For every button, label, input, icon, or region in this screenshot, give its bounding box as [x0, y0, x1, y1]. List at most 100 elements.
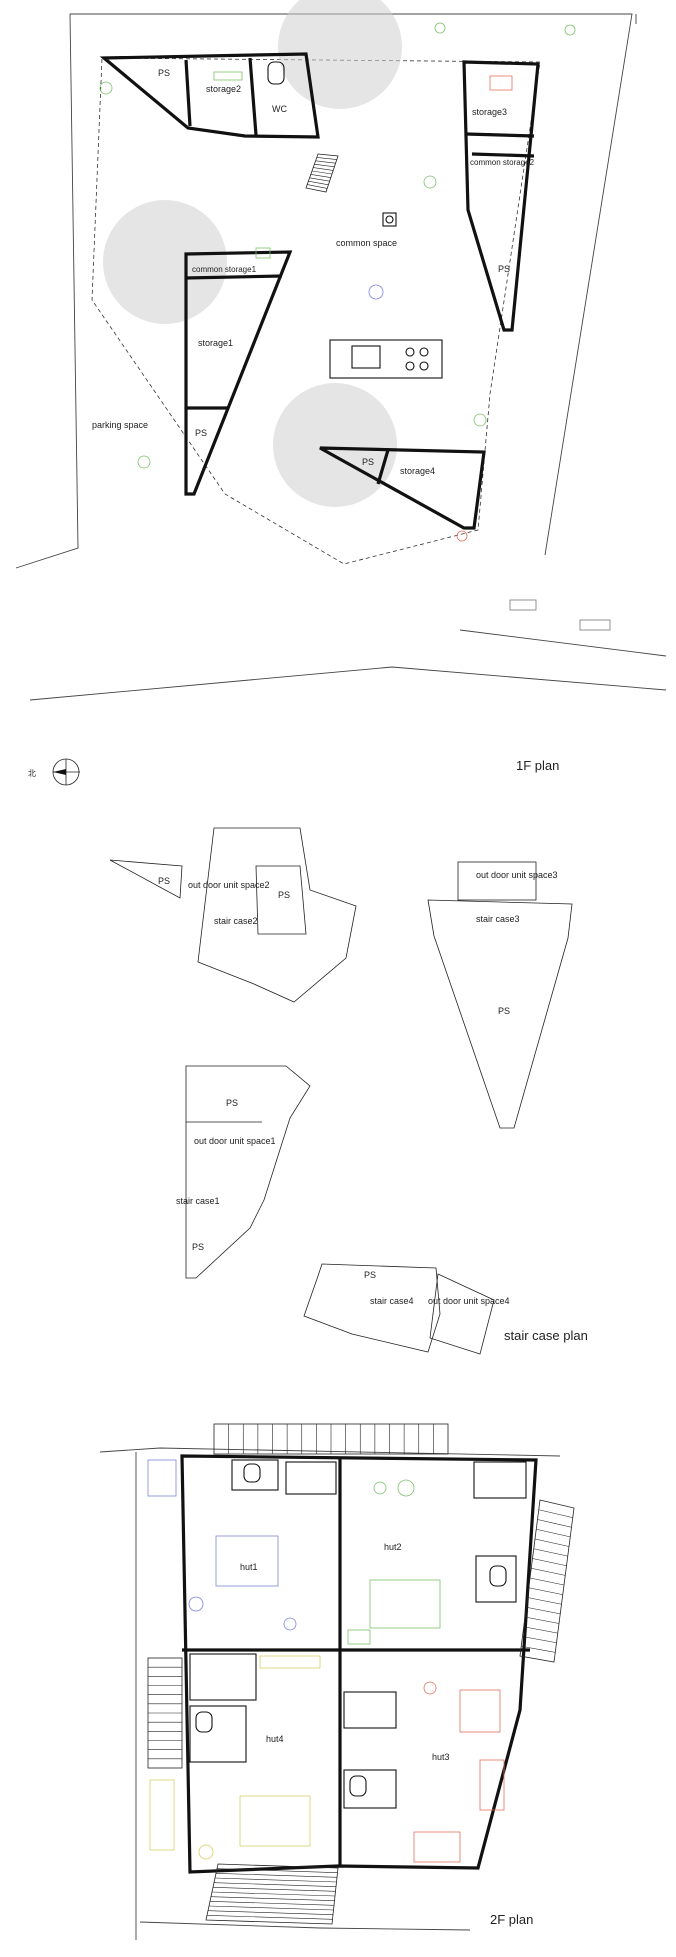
stove-burner — [405, 347, 415, 357]
hut3-bath-room — [343, 1691, 397, 1729]
ps-label: PS — [364, 1270, 376, 1280]
ps-label: PS — [195, 428, 207, 438]
open-area-west — [103, 200, 227, 324]
hut1-bath-room — [285, 1461, 337, 1495]
common-storage2-wall — [471, 152, 535, 158]
hut3-label: hut3 — [432, 1752, 450, 1762]
hut4-label: hut4 — [266, 1734, 284, 1744]
hut4-toilet-room — [189, 1705, 247, 1763]
stair-tread — [213, 1882, 337, 1887]
wc-toilet-icon — [267, 61, 285, 85]
stair-case3-outline — [427, 899, 573, 1129]
stair-tread — [315, 160, 336, 164]
hut1-label: hut1 — [240, 1562, 258, 1572]
common-space-marker-dot — [385, 215, 394, 224]
storage3-label: storage3 — [472, 107, 507, 117]
stair-tread — [523, 1626, 558, 1634]
stair-tread — [214, 1877, 337, 1883]
stair-case-plan: PS out door unit space2 PS stair case2 o… — [109, 827, 588, 1355]
out-door-unit-space3-label: out door unit space3 — [476, 870, 558, 880]
stair-tread — [207, 1910, 334, 1915]
stove-burner — [419, 361, 429, 371]
ps-label: PS — [226, 1098, 238, 1108]
road-edge-2 — [29, 666, 667, 701]
out-door-unit-space2-label: out door unit space2 — [188, 880, 270, 890]
stair-tread — [212, 1887, 336, 1892]
common-space-label: common space — [336, 238, 397, 248]
stair-case1-label: stair case1 — [176, 1196, 220, 1206]
second-floor-plan-title: 2F plan — [490, 1912, 533, 1927]
stair-tread — [206, 1915, 333, 1920]
open-area-south — [273, 383, 397, 507]
wc-wall — [248, 57, 258, 136]
common-storage1-wall — [185, 274, 283, 280]
hut3-furniture — [413, 1681, 505, 1863]
out-door-unit-space4-box — [429, 1273, 495, 1355]
second-floor-outline — [180, 1454, 538, 1874]
module-storage3 — [462, 60, 540, 332]
out-door-unit-space1-label: out door unit space1 — [194, 1136, 276, 1146]
stair-tread — [313, 167, 334, 171]
stair-tread — [529, 1577, 565, 1586]
stair-case3-label: stair case3 — [476, 914, 520, 924]
stair-tread — [208, 1905, 334, 1911]
stair-tread — [524, 1616, 560, 1624]
hut2-toilet-room — [475, 1555, 517, 1603]
hut2-label: hut2 — [384, 1542, 402, 1552]
stair-tread — [536, 1528, 571, 1538]
stair-tread — [216, 1868, 338, 1873]
common-storage2-label: common storage2 — [470, 158, 535, 167]
stair-tread — [310, 174, 331, 178]
stair-tread — [522, 1636, 557, 1644]
parking-space-label: parking space — [92, 420, 148, 430]
stair-tread — [316, 157, 337, 160]
first-floor-plan-title: 1F plan — [516, 758, 559, 773]
stair-tread — [534, 1538, 570, 1547]
stair-tread — [521, 1645, 556, 1653]
stair-tread — [526, 1606, 561, 1615]
hut3-toilet-room — [343, 1769, 397, 1809]
storage1-label: storage1 — [198, 338, 233, 348]
toilet-icon — [349, 1775, 367, 1797]
ps-label: PS — [498, 264, 510, 274]
stair-tread — [308, 180, 329, 186]
storage4-label: storage4 — [400, 466, 435, 476]
common-space-marker — [382, 212, 397, 227]
out-door-unit-space4-label: out door unit space4 — [428, 1296, 510, 1306]
ps-label: PS — [498, 1006, 510, 1016]
road-edge — [459, 629, 667, 657]
north-arrow: 北 — [28, 758, 80, 786]
stair-tread — [538, 1509, 573, 1518]
ps-label: PS — [362, 457, 374, 467]
hut4-furniture — [149, 1655, 321, 1860]
stair-top — [213, 1423, 449, 1455]
stair-tread — [532, 1558, 567, 1567]
toilet-icon — [489, 1565, 507, 1587]
site-boundary-west — [15, 13, 79, 569]
first-floor-plan: PS storage2 WC storage3 common storage2 … — [15, 0, 667, 786]
stove-burner — [419, 347, 429, 357]
common-storage1-label: common storage1 — [192, 265, 257, 274]
site-boundary-2f-south — [139, 1921, 471, 1931]
ps-cell — [255, 865, 307, 935]
ps-label: PS — [192, 1242, 204, 1252]
hut2-furniture — [347, 1479, 441, 1645]
stair-tread — [210, 1896, 335, 1901]
landscape-sketches — [99, 22, 611, 631]
module-storage2 — [99, 52, 320, 139]
stair-tread — [537, 1519, 572, 1528]
module-storage4 — [319, 446, 486, 530]
north-label: 北 — [28, 769, 36, 778]
second-floor-plan: hut1 hut2 hut4 hut3 2F plan — [99, 1423, 575, 1940]
stair-tread — [314, 163, 335, 168]
toilet-icon — [243, 1463, 261, 1483]
stair-tread — [527, 1597, 562, 1605]
stair-tread — [307, 184, 328, 189]
stair-tread — [309, 177, 330, 182]
toilet-icon — [195, 1711, 213, 1733]
hut1-furniture — [147, 1459, 297, 1631]
stair-case2-outline — [197, 827, 357, 1003]
stair-tread — [311, 170, 333, 175]
kitchen-counter — [329, 339, 443, 379]
